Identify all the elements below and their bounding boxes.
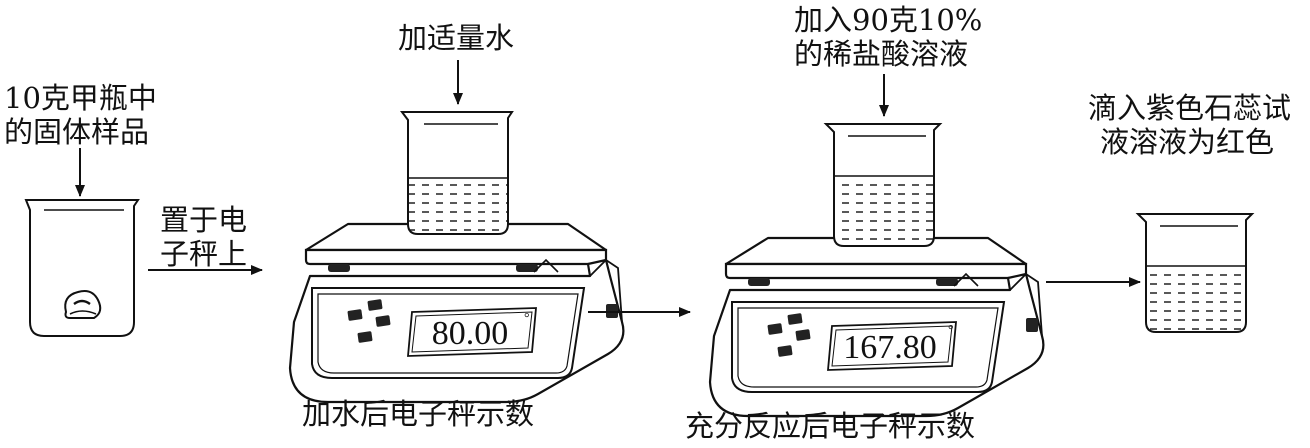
add-acid-label-line1: 加入90克10% bbox=[794, 3, 983, 37]
water-beaker bbox=[400, 111, 514, 235]
electronic-scale-1: 80.00 ° bbox=[288, 222, 625, 404]
sample-beaker bbox=[24, 199, 140, 337]
caption-scale2: 充分反应后电子秤示数 bbox=[684, 409, 975, 443]
scale2-unit-mark: ° bbox=[948, 323, 954, 338]
sample-label-line1: 10克甲瓶中 bbox=[4, 81, 157, 115]
scale1-unit-mark: ° bbox=[524, 311, 530, 326]
scale2-reading: 167.80 bbox=[843, 329, 937, 366]
sample-label-line2: 的固体样品 bbox=[4, 115, 150, 149]
acid-beaker bbox=[823, 123, 943, 247]
add-water-label: 加适量水 bbox=[398, 21, 515, 55]
litmus-label-line1: 滴入紫色石蕊试 bbox=[1088, 91, 1292, 125]
electronic-scale-2: 167.80 ° bbox=[708, 236, 1045, 418]
place-label-line2: 子秤上 bbox=[160, 237, 248, 271]
place-label-line1: 置于电 bbox=[160, 203, 248, 237]
scale1-reading: 80.00 bbox=[432, 315, 509, 352]
add-acid-label-line2: 的稀盐酸溶液 bbox=[794, 37, 969, 71]
litmus-label-line2: 液溶液为红色 bbox=[1100, 125, 1275, 159]
caption-scale1: 加水后电子秤示数 bbox=[301, 397, 534, 431]
solid-sample bbox=[64, 290, 102, 319]
final-beaker bbox=[1135, 213, 1255, 333]
